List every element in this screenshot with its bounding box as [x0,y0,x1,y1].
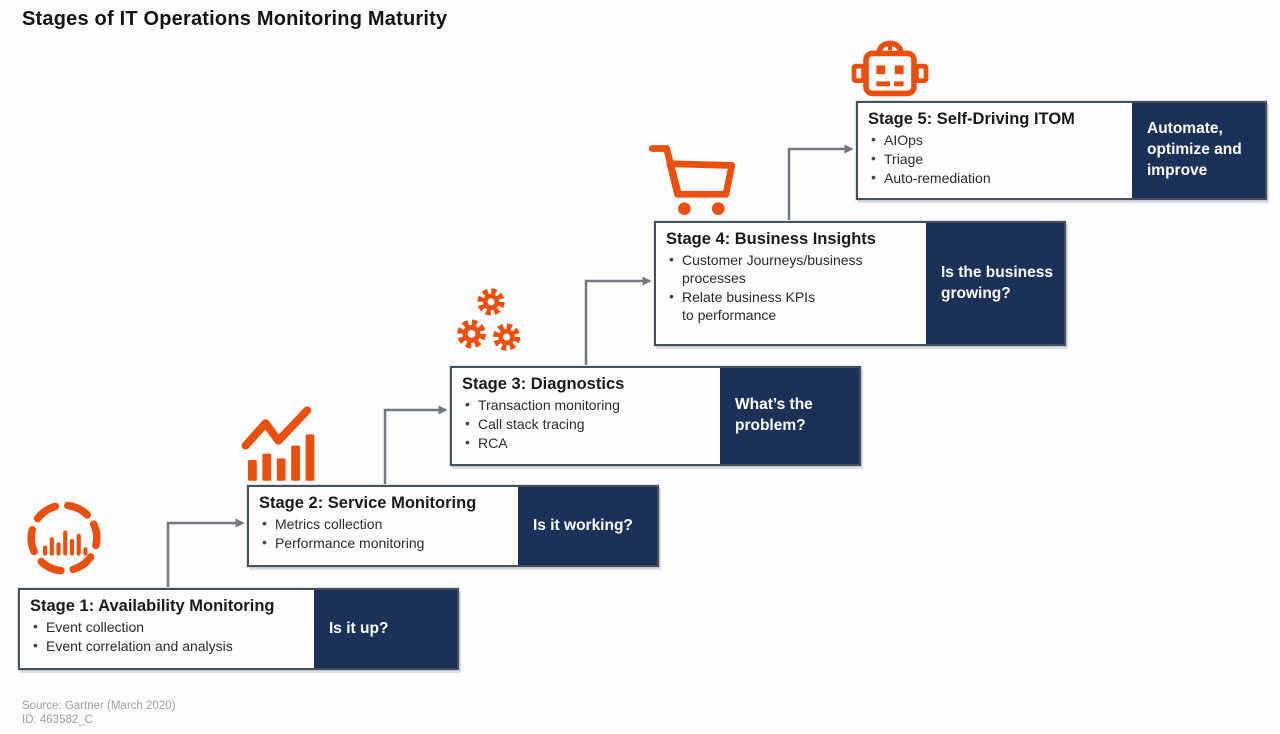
stage-4-title: Stage 4: Business Insights [666,230,876,248]
bullet-text: AIOps [884,132,923,148]
bullet-text: RCA [478,434,508,451]
bullet-dot: • [871,131,876,147]
stage-3-question-box: What’s the problem? [720,368,859,464]
bullet-dot: • [33,618,38,634]
bullet-item: • Performance monitoring [259,533,510,553]
bullet-text: Customer Journeys/business processes [682,252,863,286]
stage-4-bullets: • Customer Journeys/business processes • R… [666,251,918,325]
stage-4-box: Stage 4: Business Insights • Customer Jou… [654,221,1066,346]
stage-3-question: What’s the problem? [735,396,813,434]
bullet-text: Transaction monitoring [478,397,620,413]
bullet-text: Triage [884,150,924,167]
bullet-dot: • [871,168,876,185]
stage-1-question-box: Is it up? [314,590,457,668]
source-line-1: Source: Gartner (March 2020) [22,700,176,712]
bullet-item: • Metrics collection [259,515,510,534]
bullet-item: • AIOps [868,131,1124,150]
bullet-item: • Customer Journeys/business processes [666,251,887,288]
bullet-dot: • [262,533,267,550]
bullet-dot: • [262,515,267,531]
bullet-item: • RCA [462,433,712,453]
stage-1-title: Stage 1: Availability Monitoring [30,597,275,615]
stage-4-content: Stage 4: Business Insights • Customer Jou… [656,223,926,344]
stage-3-title: Stage 3: Diagnostics [462,375,625,393]
bullet-text: Relate business KPIs to performance [682,288,816,323]
source-note: Source: Gartner (March 2020) ID: 463582_… [22,699,175,728]
bullet-text: Event correlation and analysis [46,637,233,654]
shopping-cart-icon [645,140,739,218]
bullet-text: Performance monitoring [275,534,425,551]
stage-2-title: Stage 2: Service Monitoring [259,494,477,512]
stage-5-bullets: • AIOps • Triage • Auto-remediation [868,131,1124,188]
bullet-text: Metrics collection [275,516,383,532]
stage-3-content: Stage 3: Diagnostics • Transaction monito… [452,368,720,464]
bullet-dot: • [465,414,470,431]
gears-icon [451,284,531,362]
trending-bar-chart-icon [237,404,323,484]
stage-2-box: Stage 2: Service Monitoring • Metrics col… [247,485,659,567]
stage-2-content: Stage 2: Service Monitoring • Metrics col… [249,487,518,565]
stage-2-bullets: • Metrics collection • Performance monitor… [259,515,510,553]
bullet-dot: • [465,433,470,450]
source-line-2: ID: 463582_C [22,714,93,727]
stage-3-box: Stage 3: Diagnostics • Transaction monito… [450,366,861,466]
bullet-text: Event collection [46,619,145,635]
bullet-item: • Triage [868,149,1124,169]
stage-1-bullets: • Event collection • Event correlation and… [30,618,306,656]
bullet-item: • Auto-remediation [868,168,1124,188]
bullet-dot: • [33,636,38,653]
bullet-text: Call stack tracing [478,415,585,432]
stage-5-question-box: Automate, optimize and improve [1132,103,1265,198]
bullet-dot: • [871,149,876,166]
stage-5-box: Stage 5: Self-Driving ITOM • AIOps • Triag… [856,101,1267,200]
stage-1-question: Is it up? [329,619,389,637]
bullet-dot: • [669,287,674,304]
stage-1-content: Stage 1: Availability Monitoring • Event … [20,590,314,668]
stage-4-question-box: Is the business growing? [926,223,1064,344]
stage-4-question: Is the business growing? [941,263,1053,302]
bullet-dot: • [465,396,470,412]
stage-5-content: Stage 5: Self-Driving ITOM • AIOps • Triag… [858,103,1132,198]
page-title: Stages of IT Operations Monitoring Matur… [22,8,448,30]
bullet-item: • Event correlation and analysis [30,636,306,656]
stage-2-question: Is it working? [533,516,633,534]
stage-2-question-box: Is it working? [518,487,657,565]
stage-5-title: Stage 5: Self-Driving ITOM [868,110,1075,128]
stage-1-box: Stage 1: Availability Monitoring • Event … [18,588,459,670]
availability-pulse-icon [22,496,106,580]
robot-icon [850,34,930,100]
bullet-text: Auto-remediation [884,169,991,186]
bullet-item: • Event collection [30,618,306,637]
bullet-item: • Relate business KPIs to performance [666,287,887,325]
stage-3-bullets: • Transaction monitoring • Call stack trac… [462,396,712,453]
bullet-item: • Transaction monitoring [462,396,712,415]
bullet-dot: • [669,251,674,267]
bullet-item: • Call stack tracing [462,414,712,434]
stage-5-question: Automate, optimize and improve [1147,120,1242,179]
